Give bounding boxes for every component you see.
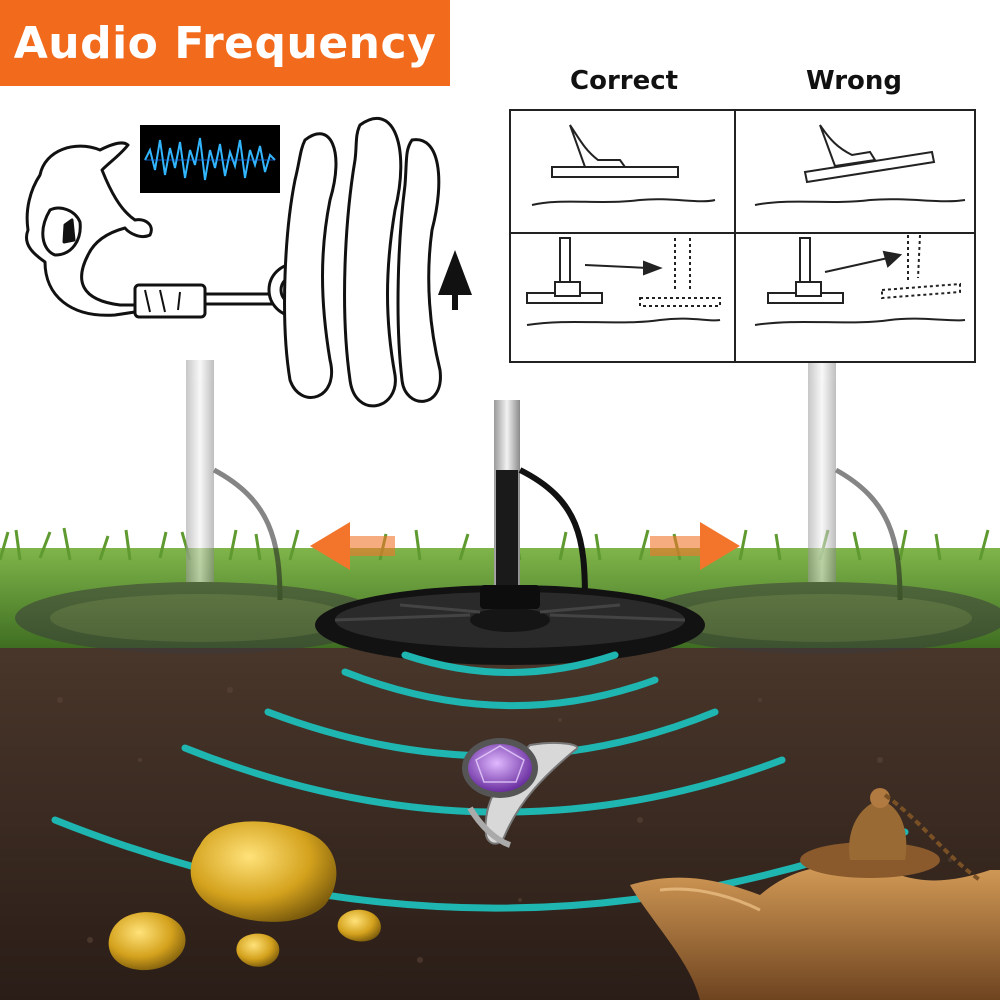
- sound-wave-icon: [283, 117, 442, 408]
- wrong-label: Wrong: [806, 66, 903, 96]
- coil-right-ghost: [637, 360, 1000, 654]
- person-icon: [25, 141, 153, 317]
- soil-texture: [57, 687, 952, 963]
- correct-label: Correct: [570, 66, 679, 96]
- correct-sweep-low: [526, 237, 721, 326]
- gem-ring: [462, 738, 579, 848]
- wrong-sweep-raised: [754, 234, 966, 326]
- coil-main: [315, 400, 705, 665]
- waveform-icon: [140, 125, 280, 193]
- gold-nuggets: [108, 821, 381, 971]
- coil-left-ghost: [15, 360, 385, 654]
- oil-lamp: [630, 788, 1000, 1000]
- banner-title: Audio Frequency: [13, 17, 437, 69]
- up-arrow-icon: [438, 250, 472, 310]
- left-arrow-icon: [310, 522, 395, 570]
- right-arrow-icon: [650, 522, 740, 570]
- wrong-sweep-tilted: [754, 124, 966, 206]
- title-banner: Audio Frequency: [0, 0, 450, 86]
- correct-sweep-flat: [531, 124, 716, 206]
